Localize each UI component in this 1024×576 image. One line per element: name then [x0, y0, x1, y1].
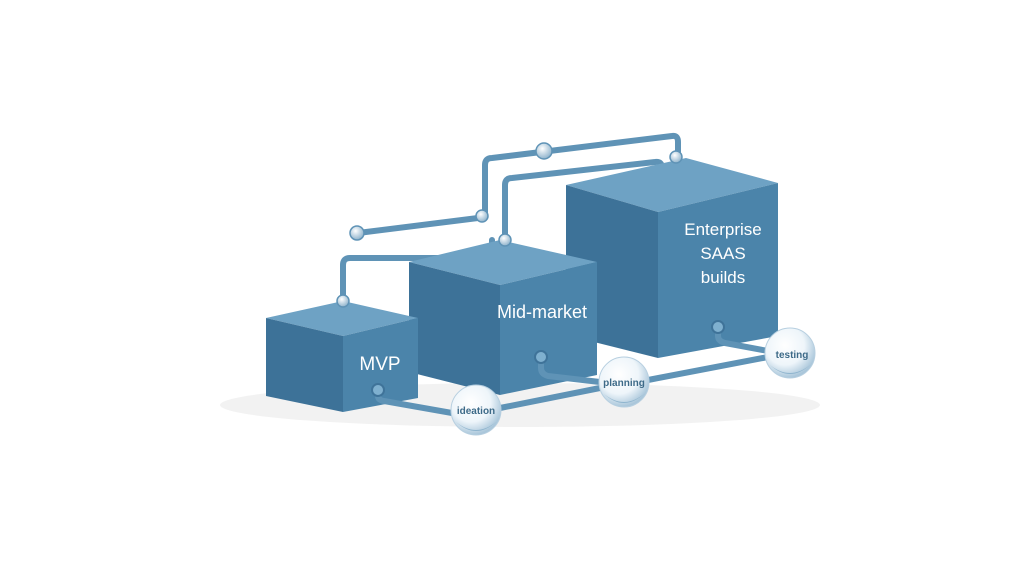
box-enterprise-front: [658, 183, 778, 358]
pipe-planning-testing: [645, 354, 771, 383]
knob-left-rail: [349, 225, 365, 241]
knob-mid-top: [498, 233, 512, 247]
orb-planning-sphere: [598, 356, 650, 408]
pipe-ideation-planning: [497, 385, 603, 411]
enterprise-label-line1: Enterprise: [684, 220, 761, 239]
lower-pipe-network: [375, 325, 771, 416]
box-enterprise-top: [566, 158, 778, 212]
pipe-left-rail: [355, 215, 481, 236]
mid-market-label: Mid-market: [497, 302, 587, 322]
top-knobs: [336, 142, 683, 308]
pipe-mid-out: [538, 355, 603, 385]
orb-testing: testing: [764, 327, 816, 379]
orb-testing-liquid: [770, 365, 810, 374]
box-enterprise: [566, 158, 778, 358]
orb-ideation-liquid: [456, 422, 496, 431]
outlet-knob-mvp: [371, 383, 385, 397]
enterprise-label-line2: SAAS: [700, 244, 745, 263]
orb-planning-label: planning: [603, 378, 645, 389]
orb-planning-liquid: [604, 394, 644, 403]
box-mid-top: [409, 240, 597, 285]
box-mid-side: [409, 262, 500, 395]
box-mvp-side: [266, 318, 343, 412]
outlet-knob-mid: [534, 350, 548, 364]
box-mid-market: [409, 240, 597, 395]
pipe-mvp-to-mid: [340, 237, 495, 303]
box-mvp-top: [266, 301, 418, 336]
pipe-top-rail: [482, 132, 681, 219]
knob-enterprise-top: [669, 150, 683, 164]
pipe-enterprise-out: [715, 325, 771, 354]
box-mid-front: [500, 262, 597, 395]
knob-mvp-top: [336, 294, 350, 308]
knob-rail-junction: [475, 209, 489, 223]
orb-ideation: ideation: [450, 384, 502, 436]
outlet-knob-enterprise: [711, 320, 725, 334]
orb-testing-sphere: [764, 327, 816, 379]
box-mvp: [266, 301, 418, 412]
box-mvp-front: [343, 318, 418, 412]
orb-ideation-label: ideation: [457, 406, 495, 417]
mvp-label: MVP: [359, 354, 400, 375]
knob-top-rail: [535, 142, 553, 160]
orb-planning: planning: [598, 356, 650, 408]
orb-testing-label: testing: [776, 350, 809, 361]
enterprise-label-line3: builds: [701, 268, 745, 287]
orb-ideation-sphere: [450, 384, 502, 436]
